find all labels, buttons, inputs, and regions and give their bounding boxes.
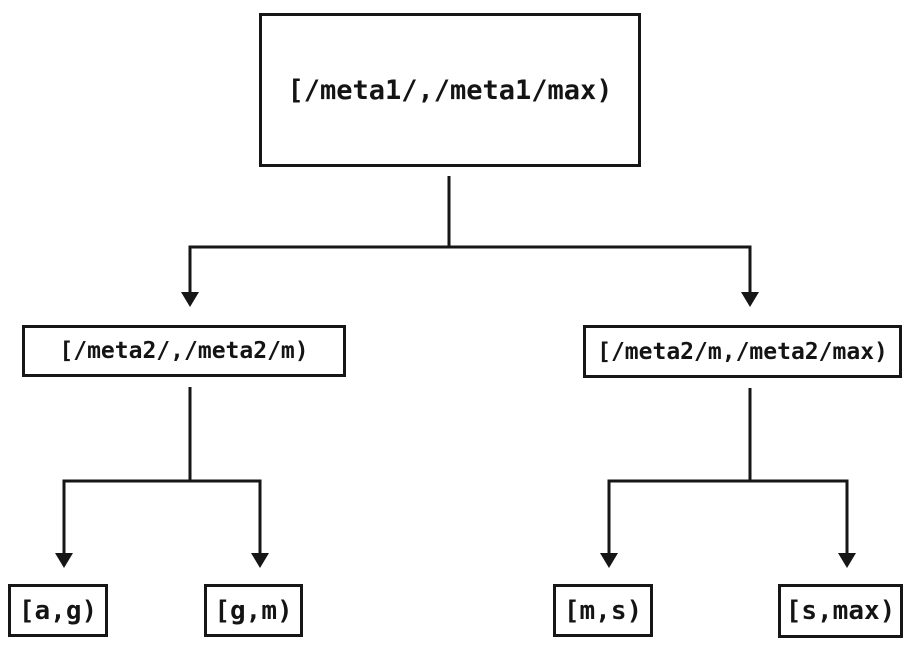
node-leaf-smax-label: [s,max) [785, 596, 896, 626]
edge-left-to-leaves [55, 387, 269, 568]
node-right-range: [/meta2/m,/meta2/max) [583, 325, 902, 378]
node-leaf-ag-label: [a,g) [18, 595, 98, 626]
node-leaf-ms: [m,s) [553, 584, 653, 637]
arrowhead-to-left-node [181, 292, 199, 307]
arrowhead-to-leaf-smax [838, 553, 856, 568]
node-leaf-smax: [s,max) [778, 584, 903, 638]
arrowhead-to-right-node [741, 292, 759, 307]
node-root-label: [/meta1/,/meta1/max) [287, 74, 613, 106]
node-leaf-ag: [a,g) [8, 584, 108, 637]
edge-root-to-children [181, 176, 759, 307]
arrowhead-to-leaf-ms [600, 553, 618, 568]
arrowhead-to-leaf-ag [55, 553, 73, 568]
arrowhead-to-leaf-gm [251, 553, 269, 568]
node-left-range: [/meta2/,/meta2/m) [22, 325, 346, 377]
node-leaf-gm: [g,m) [204, 584, 303, 637]
node-root: [/meta1/,/meta1/max) [259, 13, 641, 167]
node-leaf-ms-label: [m,s) [563, 595, 643, 626]
node-right-range-label: [/meta2/m,/meta2/max) [597, 338, 888, 365]
node-leaf-gm-label: [g,m) [214, 595, 293, 626]
edge-right-to-leaves [600, 388, 856, 568]
node-left-range-label: [/meta2/,/meta2/m) [59, 338, 309, 364]
